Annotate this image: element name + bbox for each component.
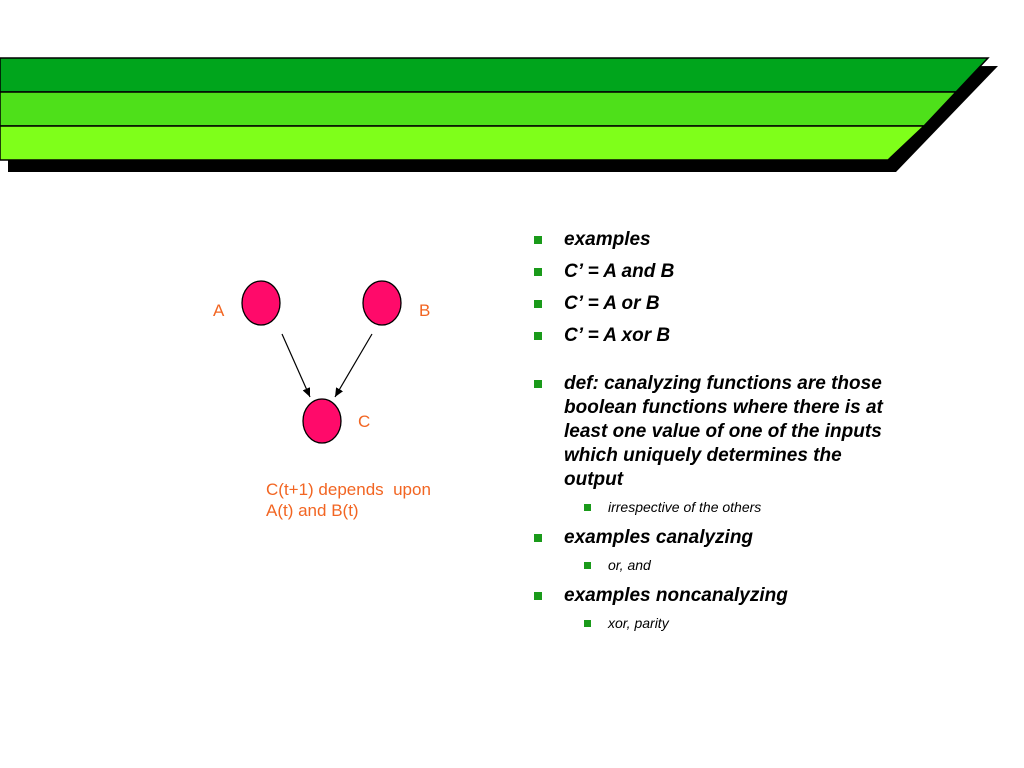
edge-b-to-c xyxy=(334,333,373,398)
diagram-caption: C(t+1) depends upon A(t) and B(t) xyxy=(266,479,486,521)
bullet-text: examples noncanalyzing xyxy=(564,585,788,606)
square-bullet-icon xyxy=(534,236,542,244)
sub-bullet-noncanalyzing: xor, parity xyxy=(534,614,894,632)
bullet-text: C’ = A or B xyxy=(564,293,660,314)
node-c-label: C xyxy=(358,412,371,431)
caption-line-2: A(t) and B(t) xyxy=(266,501,359,520)
square-bullet-icon xyxy=(534,268,542,276)
bullet-text: examples canalyzing xyxy=(564,527,754,548)
bullet-examples: examples xyxy=(534,228,894,252)
node-a-label: A xyxy=(213,301,225,320)
title-banner xyxy=(0,57,998,172)
bullet-noncanalyzing: examples noncanalyzing xyxy=(534,584,894,608)
sub-bullet-text: xor, parity xyxy=(608,615,669,631)
edge-a-to-c xyxy=(281,333,311,398)
bullet-text: C’ = A xor B xyxy=(564,325,671,346)
square-bullet-icon xyxy=(534,332,542,340)
bullet-canalyzing: examples canalyzing xyxy=(534,526,894,550)
sub-bullet-text: irrespective of the others xyxy=(608,499,762,515)
bullet-or-rule: C’ = A or B xyxy=(534,292,894,316)
banner-band-light xyxy=(0,125,926,161)
square-bullet-icon xyxy=(534,300,542,308)
bullet-definition: def: canalyzing functions are those bool… xyxy=(534,372,894,492)
square-bullet-icon xyxy=(584,562,591,569)
sub-bullet-canalyzing: or, and xyxy=(534,556,894,574)
node-b xyxy=(362,280,402,326)
node-a xyxy=(241,280,281,326)
bullet-text: C’ = A and B xyxy=(564,261,675,282)
bullet-list: examples C’ = A and B C’ = A or B C’ = A… xyxy=(534,228,894,642)
square-bullet-icon xyxy=(584,620,591,627)
bullet-text: examples xyxy=(564,229,651,250)
square-bullet-icon xyxy=(534,380,542,388)
node-b-label: B xyxy=(419,301,431,320)
square-bullet-icon xyxy=(534,534,542,542)
node-c xyxy=(302,398,342,444)
bullet-and-rule: C’ = A and B xyxy=(534,260,894,284)
square-bullet-icon xyxy=(534,592,542,600)
sub-bullet-definition: irrespective of the others xyxy=(534,498,894,516)
bullet-text: def: canalyzing functions are those bool… xyxy=(564,373,883,490)
bullet-xor-rule: C’ = A xor B xyxy=(534,324,894,348)
square-bullet-icon xyxy=(584,504,591,511)
sub-bullet-text: or, and xyxy=(608,557,651,573)
caption-line-1: C(t+1) depends upon xyxy=(266,480,431,499)
